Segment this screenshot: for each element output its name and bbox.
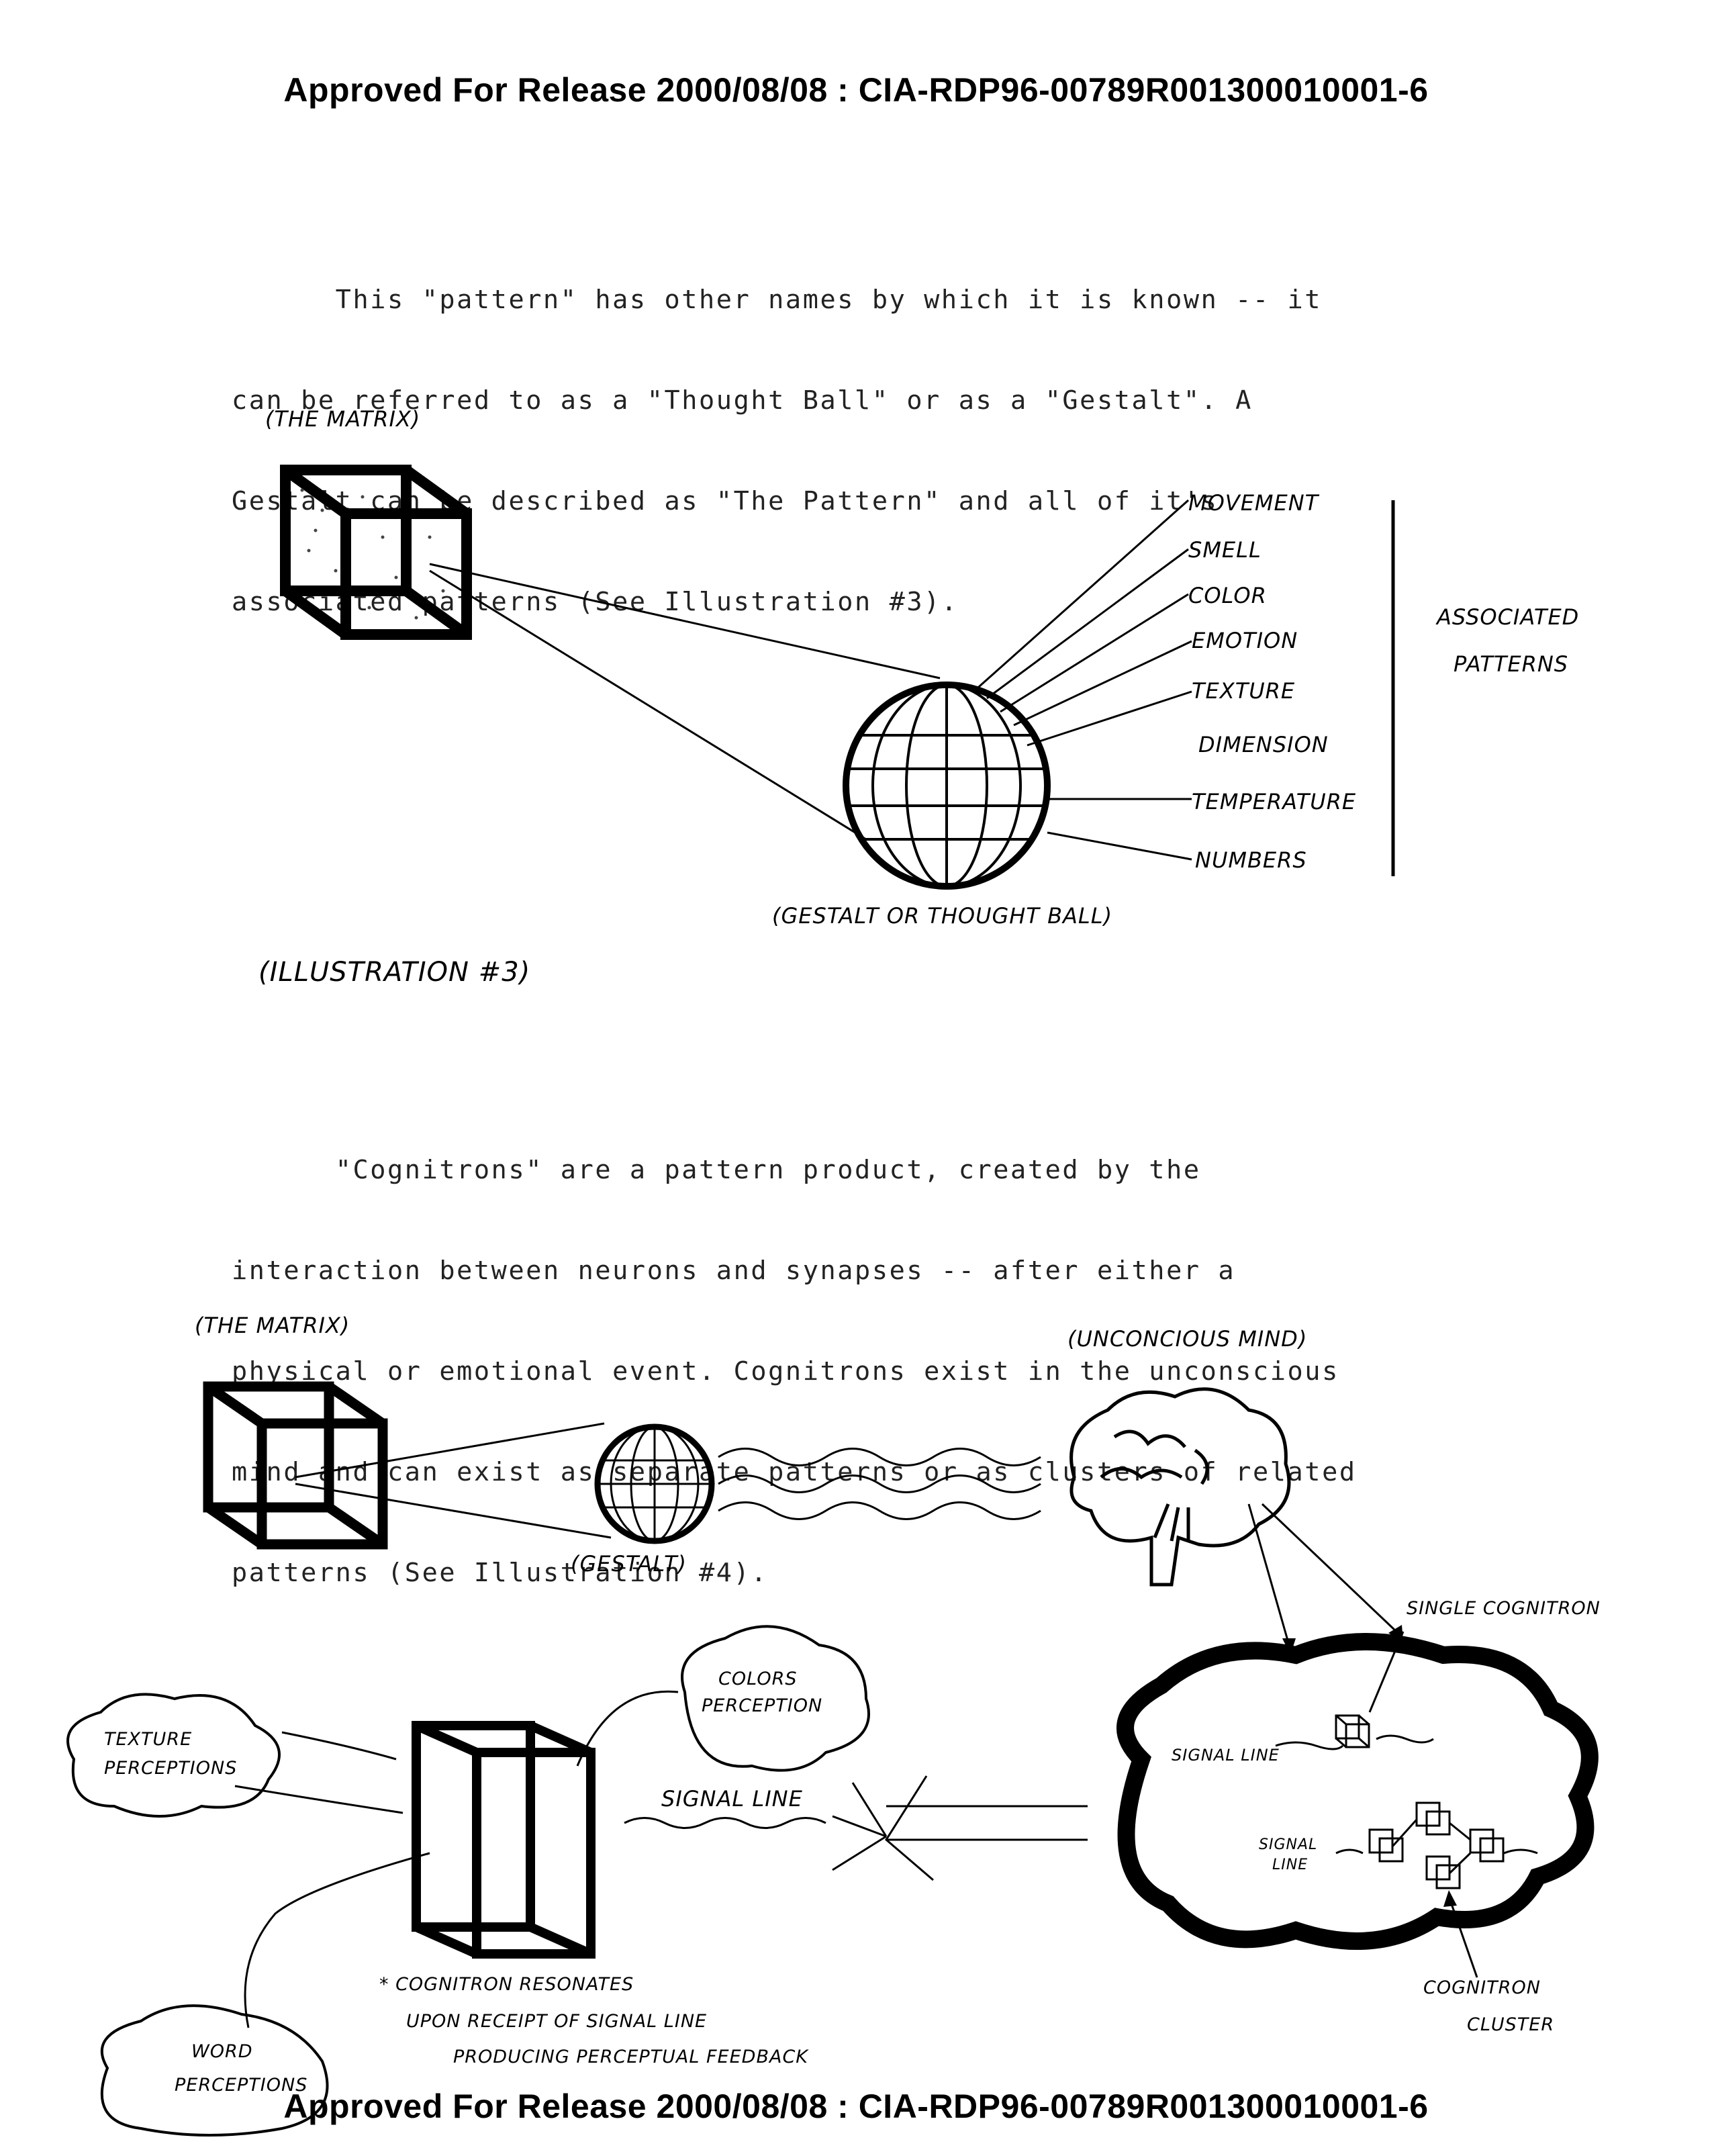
thought-ball-icon <box>843 682 1051 890</box>
texture-perception-label: TEXTURE <box>104 1729 193 1750</box>
pattern-label: DIMENSION <box>1198 732 1329 757</box>
pattern-label: MOVEMENT <box>1188 490 1319 516</box>
paragraph-cognitrons: "Cognitrons" are a pattern product, crea… <box>232 1086 1561 1624</box>
signal-line-label: SIGNAL <box>1259 1836 1318 1853</box>
word-perception-label: WORD <box>191 2041 253 2062</box>
resonating-cognitron-icon <box>412 1721 596 1959</box>
matrix-stipple <box>300 488 445 620</box>
matrix-label: (THE MATRIX) <box>195 1313 350 1338</box>
paragraph-line: patterns (See Illustration #4). <box>232 1558 769 1588</box>
cognitron-cluster-label: COGNITRON <box>1423 1977 1541 1998</box>
single-cognitron-icon <box>1335 1714 1370 1748</box>
matrix-cube-icon <box>280 465 472 640</box>
signal-line-label: LINE <box>1272 1857 1309 1873</box>
texture-perception-cloud <box>66 1693 281 1818</box>
word-perception-label: PERCEPTIONS <box>175 2075 308 2096</box>
resonates-note: * COGNITRON RESONATES <box>379 1974 634 1995</box>
pattern-label: NUMBERS <box>1195 847 1307 873</box>
associated-label: PATTERNS <box>1454 651 1569 677</box>
cognitron-cluster-icon <box>1368 1801 1505 1889</box>
gestalt-sphere-icon <box>594 1423 715 1544</box>
paragraph-line: This "pattern" has other names by which … <box>232 285 1323 315</box>
brain-icon <box>1069 1387 1291 1587</box>
pattern-label: COLOR <box>1188 583 1267 608</box>
paragraph-line: interaction between neurons and synapses… <box>232 1256 1236 1286</box>
illustration-caption: (ILLUSTRATION #3) <box>258 957 531 988</box>
resonates-note: PRODUCING PERCEPTUAL FEEDBACK <box>453 2047 809 2067</box>
gestalt-label: (GESTALT) <box>571 1551 687 1577</box>
release-header: Approved For Release 2000/08/08 : CIA-RD… <box>283 71 1429 109</box>
illustration-3-drawing <box>280 465 1395 890</box>
signal-arrow <box>624 1775 1088 1881</box>
pattern-label: EMOTION <box>1192 628 1298 653</box>
single-cognitron-label: SINGLE COGNITRON <box>1407 1598 1601 1619</box>
unconscious-label: (UNCONCIOUS MIND) <box>1067 1326 1308 1352</box>
gestalt-label: (GESTALT OR THOUGHT BALL) <box>772 903 1113 929</box>
unconscious-cloud <box>1116 1633 1599 1950</box>
matrix-label: (THE MATRIX) <box>265 406 421 432</box>
resonates-note: UPON RECEIPT OF SIGNAL LINE <box>406 2011 708 2032</box>
cognitron-cluster-label: CLUSTER <box>1467 2014 1555 2035</box>
wave-lines <box>718 1448 1041 1520</box>
pattern-connectors <box>973 499 1192 861</box>
paragraph-line: "Cognitrons" are a pattern product, crea… <box>232 1155 1201 1185</box>
matrix-cube-icon <box>203 1381 388 1550</box>
signal-line-label: SIGNAL LINE <box>1172 1746 1280 1765</box>
signal-line-label: SIGNAL LINE <box>661 1786 803 1812</box>
colors-perception-cloud <box>681 1625 870 1772</box>
pattern-label: SMELL <box>1188 537 1262 563</box>
colors-perception-label: COLORS <box>718 1669 798 1689</box>
texture-perception-label: PERCEPTIONS <box>104 1758 238 1779</box>
paragraph-line: can be referred to as a "Thought Ball" o… <box>232 385 1253 416</box>
associated-label: ASSOCIATED <box>1437 604 1580 630</box>
paragraph-thought-ball: This "pattern" has other names by which … <box>232 216 1561 653</box>
pattern-label: TEMPERATURE <box>1192 789 1357 814</box>
paragraph-line: Gestalt can be described as "The Pattern… <box>232 486 1219 516</box>
word-perception-cloud <box>100 2004 329 2137</box>
paragraph-line: physical or emotional event. Cognitrons … <box>232 1356 1339 1387</box>
colors-perception-label: PERCEPTION <box>702 1695 823 1716</box>
release-footer: Approved For Release 2000/08/08 : CIA-RD… <box>283 2088 1429 2125</box>
pattern-label: TEXTURE <box>1192 678 1296 704</box>
paragraph-line: mind and can exist as separate patterns … <box>232 1457 1357 1487</box>
